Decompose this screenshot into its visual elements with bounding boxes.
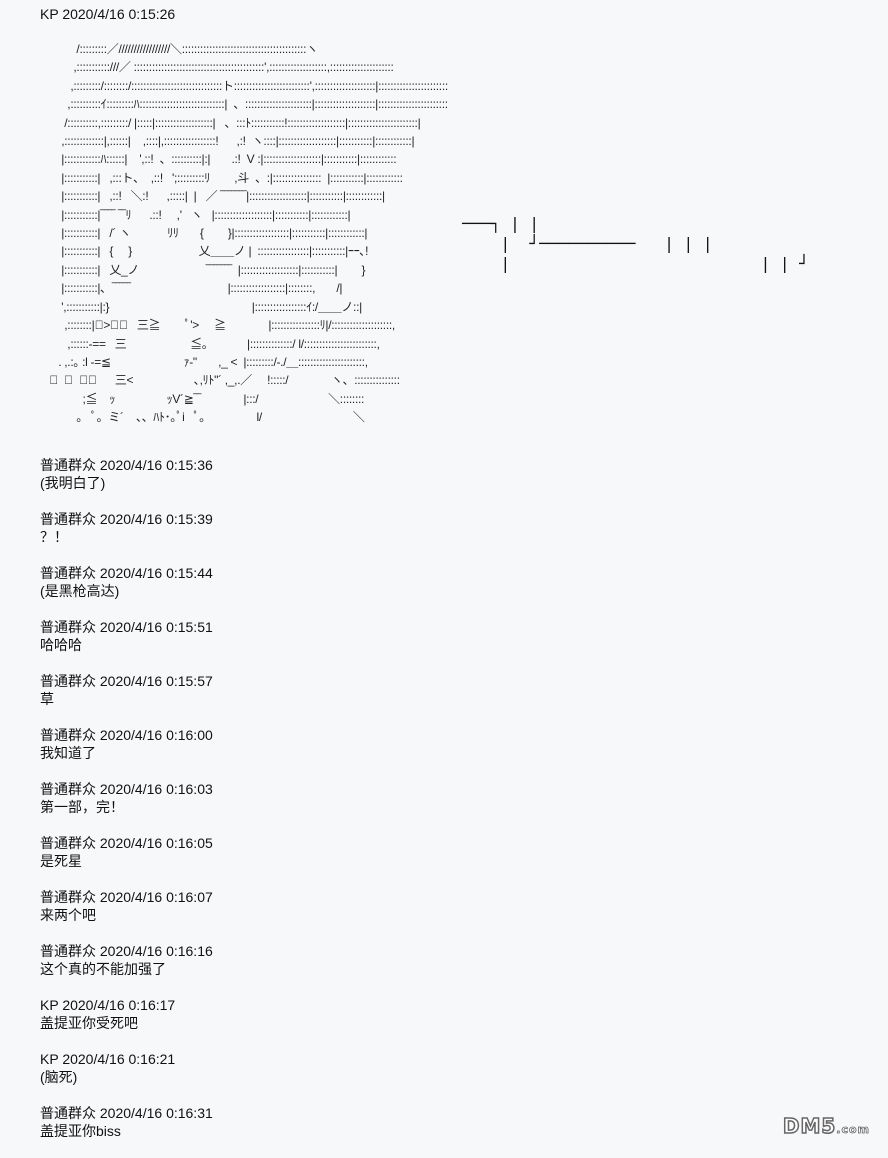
message-author: KP	[40, 1051, 59, 1067]
message-author: 普通群众	[40, 727, 96, 743]
message-time: 2020/4/16 0:16:17	[62, 997, 176, 1013]
message-author: 普通群众	[40, 835, 96, 851]
message-time: 2020/4/16 0:16:07	[99, 889, 213, 905]
message-text: ？！	[40, 529, 68, 545]
message-text: 这个真的不能加强了	[40, 961, 166, 977]
message-time: 2020/4/16 0:15:51	[99, 619, 213, 635]
message-item: 普通群众 2020/4/16 0:15:36(我明白了)	[40, 456, 213, 510]
message-text: (我明白了)	[40, 475, 106, 491]
message-time: 2020/4/16 0:16:05	[99, 835, 213, 851]
message-header: 普通群众 2020/4/16 0:15:36	[40, 456, 213, 474]
message-text: 是死星	[40, 853, 82, 869]
message-item: 普通群众 2020/4/16 0:15:39？！	[40, 510, 213, 564]
message-item: 普通群众 2020/4/16 0:15:44(是黑枪高达)	[40, 564, 213, 618]
message-header: KP 2020/4/16 0:16:17	[40, 996, 213, 1014]
message-header: 普通群众 2020/4/16 0:15:51	[40, 618, 213, 636]
message-header: 普通群众 2020/4/16 0:16:00	[40, 726, 213, 744]
message-time: 2020/4/16 0:15:57	[99, 673, 213, 689]
message-time: 2020/4/16 0:16:31	[99, 1105, 213, 1121]
message-author: 普通群众	[40, 457, 96, 473]
message-time: 2020/4/16 0:16:00	[99, 727, 213, 743]
message-text: (脑死)	[40, 1069, 78, 1085]
message-header: 普通群众 2020/4/16 0:16:16	[40, 942, 213, 960]
message-time: 2020/4/16 0:15:36	[99, 457, 213, 473]
message-header: KP 2020/4/16 0:15:26	[40, 6, 175, 22]
message-author: 普通群众	[40, 619, 96, 635]
message-text: 盖提亚你受死吧	[40, 1015, 138, 1031]
message-author: 普通群众	[40, 781, 96, 797]
message-text: 哈哈哈	[40, 637, 82, 653]
message-author: 普通群众	[40, 1105, 96, 1121]
message-author: 普通群众	[40, 511, 96, 527]
message-header: 普通群众 2020/4/16 0:15:39	[40, 510, 213, 528]
message-time: 2020/4/16 0:16:16	[99, 943, 213, 959]
message-list: 普通群众 2020/4/16 0:15:36(我明白了)普通群众 2020/4/…	[40, 456, 213, 1158]
message-header: 普通群众 2020/4/16 0:16:03	[40, 780, 213, 798]
message-header: 普通群众 2020/4/16 0:15:57	[40, 672, 213, 690]
message-author: KP	[40, 997, 59, 1013]
message-header: 普通群众 2020/4/16 0:16:07	[40, 888, 213, 906]
message-header: 普通群众 2020/4/16 0:16:05	[40, 834, 213, 852]
watermark-suffix: .com	[836, 1123, 870, 1137]
message-author: 普通群众	[40, 889, 96, 905]
message-author: 普通群众	[40, 943, 96, 959]
ascii-art-side: ───┐ | | | ┘────────── | | | | | | ┘	[462, 214, 809, 273]
message-text: (是黑枪高达)	[40, 583, 120, 599]
message-header: KP 2020/4/16 0:16:21	[40, 1050, 213, 1068]
message-text: 第一部，完！	[40, 799, 124, 815]
message-header: 普通群众 2020/4/16 0:15:44	[40, 564, 213, 582]
message-text: 盖提亚你biss	[40, 1123, 121, 1139]
message-author: 普通群众	[40, 673, 96, 689]
message-text: 草	[40, 691, 54, 707]
message-item: KP 2020/4/16 0:16:21(脑死)	[40, 1050, 213, 1104]
message-author: 普通群众	[40, 565, 96, 581]
message-header: 普通群众 2020/4/16 0:16:31	[40, 1104, 213, 1122]
message-time: 2020/4/16 0:16:21	[62, 1051, 176, 1067]
message-time: 2020/4/16 0:16:03	[99, 781, 213, 797]
ascii-art: /:::::::::／/////////////////＼:::::::::::…	[46, 42, 448, 425]
message-time: 2020/4/16 0:15:44	[99, 565, 213, 581]
message-text: 来两个吧	[40, 907, 96, 923]
watermark-main: DM5	[782, 1113, 837, 1139]
message-author: KP	[40, 6, 59, 22]
watermark-logo: DM5.com	[782, 1113, 870, 1139]
message-time: 2020/4/16 0:15:39	[99, 511, 213, 527]
message-time: 2020/4/16 0:15:26	[62, 6, 176, 22]
message-text: 我知道了	[40, 745, 96, 761]
